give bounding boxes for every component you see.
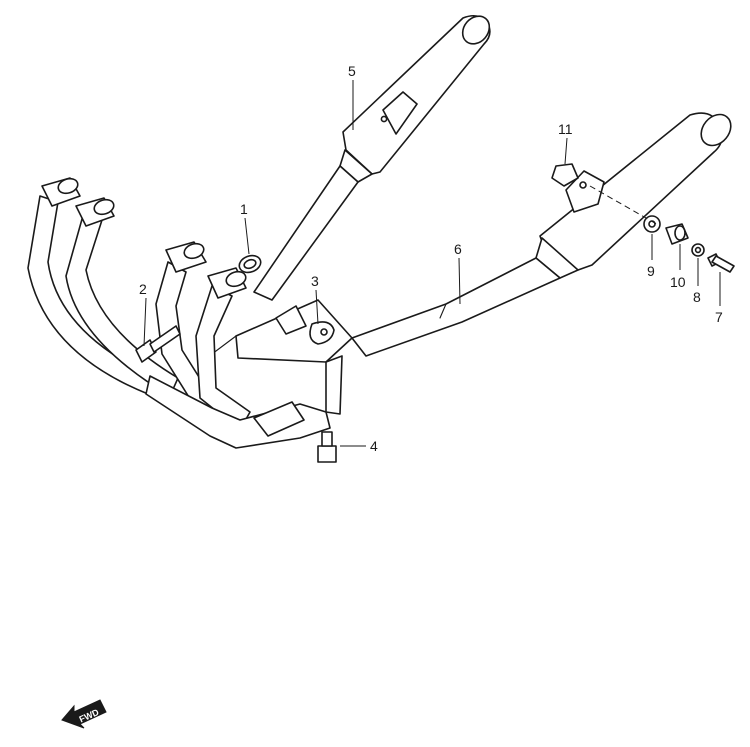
gasket-part-1[interactable] bbox=[237, 253, 263, 276]
callout-3: 3 bbox=[311, 273, 319, 289]
callout-11: 11 bbox=[558, 121, 573, 137]
spacer-part-10[interactable] bbox=[665, 223, 689, 245]
muffler-right[interactable] bbox=[535, 109, 737, 279]
washer-part-9[interactable] bbox=[643, 215, 661, 233]
exhaust-header-pipes[interactable] bbox=[27, 195, 343, 449]
leader-lines bbox=[143, 80, 721, 447]
right-link-pipe[interactable] bbox=[351, 257, 561, 357]
fwd-arrow-icon bbox=[61, 699, 107, 729]
callout-9: 9 bbox=[647, 263, 655, 279]
bolt-part-2[interactable] bbox=[135, 325, 181, 363]
bolt-part-4[interactable] bbox=[317, 431, 337, 463]
bolt-part-7[interactable] bbox=[707, 253, 735, 273]
washer-part-8[interactable] bbox=[691, 243, 705, 257]
fwd-direction-badge: FWD bbox=[61, 699, 107, 729]
callout-1: 1 bbox=[240, 201, 248, 217]
crossover-joint[interactable] bbox=[211, 299, 353, 363]
callout-5: 5 bbox=[348, 63, 356, 79]
muffler-left[interactable] bbox=[339, 11, 495, 183]
callout-labels: 1 2 3 4 5 6 7 8 9 10 11 bbox=[139, 63, 723, 454]
callout-6: 6 bbox=[454, 241, 462, 257]
header-flanges[interactable] bbox=[41, 176, 248, 299]
nut-part-11[interactable] bbox=[551, 163, 579, 187]
callout-8: 8 bbox=[693, 289, 701, 305]
callout-10: 10 bbox=[670, 274, 686, 290]
callout-7: 7 bbox=[715, 309, 723, 325]
clamp-part-3[interactable] bbox=[309, 321, 335, 345]
left-muffler-pipe[interactable] bbox=[253, 165, 359, 301]
callout-2: 2 bbox=[139, 281, 147, 297]
callout-4: 4 bbox=[370, 438, 378, 454]
mount-axis-line bbox=[589, 185, 661, 227]
